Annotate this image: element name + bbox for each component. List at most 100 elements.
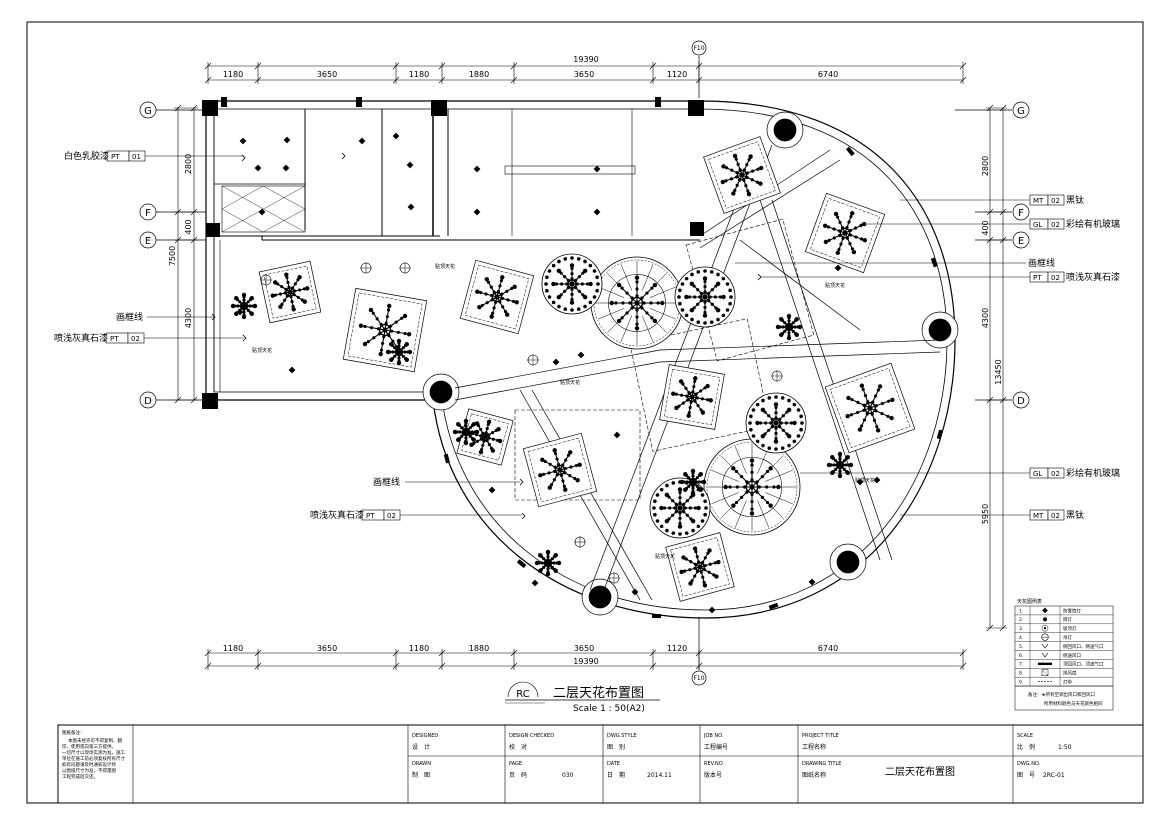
dim-bottom-5: 3650: [574, 644, 594, 653]
tb-date-cn: 日 期: [607, 771, 625, 779]
legend-row-desc: 灯带: [1063, 679, 1072, 686]
callout-white-latex-name: 白色乳胶漆: [64, 150, 109, 162]
legend-row-desc: 侧送风口: [1063, 652, 1081, 659]
grid-bubble-g-left: G: [144, 106, 152, 117]
tb-drawn-label: DRAWN: [412, 761, 431, 767]
tb-notes-line-2: 印、使用或向第三方提供。: [62, 743, 116, 750]
callout-black-ti-1-name: 黑钛: [1066, 194, 1084, 206]
floor-plan: [205, 100, 956, 619]
legend-row-symbol-icon: [1041, 669, 1049, 676]
tb-scale-cn: 比 例: [1017, 743, 1035, 751]
legend-row-symbol-icon: [1041, 652, 1049, 658]
dim-top-3: 1180: [409, 70, 429, 79]
legend-row-desc: 吊灯: [1063, 634, 1072, 641]
dim-left-1: 2800: [184, 154, 193, 174]
ceiling-note-3: 贴顶天花: [560, 379, 580, 386]
callout-spray-left-name: 喷浅灰真石漆: [54, 332, 108, 344]
dim-left-total: 7500: [168, 246, 177, 266]
dim-top-7: 6740: [818, 70, 838, 79]
dim-top-total: 19390: [573, 55, 598, 64]
tb-date-val: 2014.11: [647, 772, 672, 779]
legend-row-desc: 吸顶灯: [1063, 625, 1077, 632]
callout-spray-right-num: 02: [1051, 274, 1060, 282]
tb-notes-line-3: 一切尺寸以现场实测为准，施工: [62, 749, 125, 756]
callout-frame-line-right: 画框线: [735, 257, 1055, 269]
dim-right-4: 5950: [981, 504, 990, 524]
dim-left-3: 4300: [184, 308, 193, 328]
tb-scale-label: SCALE: [1017, 733, 1033, 739]
legend-row-no: 9.: [1019, 680, 1023, 686]
wall-piers: [202, 97, 704, 409]
tb-job-cn: 工程编号: [704, 743, 728, 751]
ceiling-note-4: 贴顶天花: [825, 282, 845, 289]
tb-project-label: PROJECT TITLE: [802, 733, 839, 739]
legend-row-desc: 防雾筒灯: [1063, 607, 1081, 614]
callout-spray-mid-code: PT: [366, 512, 375, 520]
tb-style-cn: 图 别: [607, 743, 625, 751]
callout-white-latex: 白色乳胶漆 PT 01: [64, 150, 244, 162]
ceiling-beams: [454, 139, 941, 601]
callout-spray-left: 喷浅灰真石漆 PT 02: [54, 332, 244, 344]
dim-right-2: 400: [981, 220, 990, 235]
callout-glass-2-name: 彩绘有机玻璃: [1066, 467, 1120, 479]
dim-top-6: 1120: [667, 70, 687, 79]
tb-style-label: DWG.STYLE: [607, 733, 637, 739]
callout-white-latex-code: PT: [111, 153, 120, 161]
dim-top-4: 1880: [469, 70, 489, 79]
dim-right-total: 13450: [994, 359, 1003, 384]
tb-job-label: JOB NO.: [703, 733, 724, 739]
tb-page-label: PAGE: [509, 761, 522, 767]
callout-black-ti-1-code: MT: [1033, 197, 1044, 205]
legend-row-symbol-icon: [1043, 617, 1047, 622]
grid-bubble-bottom: F10: [693, 675, 704, 682]
dim-bottom-6: 1120: [667, 644, 687, 653]
callout-glass-1: GL 02 彩绘有机玻璃: [860, 218, 1120, 230]
tb-notes-line-7: 工程完成后交还。: [62, 773, 98, 780]
tb-drawing-val: 二层天花布置图: [885, 765, 955, 778]
dim-bottom-2: 3650: [317, 644, 337, 653]
grid-bubble-d-right: D: [1017, 396, 1025, 407]
tb-designed-label: DESIGNED: [412, 733, 438, 739]
dim-bottom-total: 19390: [573, 657, 598, 666]
callout-black-ti-2: MT 02 黑钛: [900, 509, 1084, 521]
callout-frame-line-right-text: 画框线: [1028, 257, 1055, 269]
dim-right-1: 2800: [981, 156, 990, 176]
columns: [422, 111, 959, 616]
legend-row-symbol-icon: [1041, 643, 1049, 649]
callout-spray-mid-num: 02: [387, 512, 396, 520]
callout-spray-right: PT 02 喷浅灰真石漆: [760, 271, 1120, 283]
legend-row-symbol-icon: [1041, 633, 1049, 641]
ceiling-note-1: 贴顶天花: [435, 263, 455, 270]
tb-notes-line-4: 单位在施工前必须复核所有尺寸: [62, 755, 125, 762]
dim-top-1: 1180: [223, 70, 243, 79]
callout-frame-line-mid-text: 画框线: [373, 476, 400, 488]
legend-row-no: 1.: [1019, 608, 1023, 614]
tb-page-val: 030: [562, 772, 574, 779]
legend-row-symbol-icon: [1042, 607, 1048, 614]
legend-row-no: 4.: [1019, 635, 1023, 641]
dim-top-2: 3650: [317, 70, 337, 79]
callout-glass-1-code: GL: [1033, 221, 1042, 229]
grid-bubble-e-right: E: [1018, 236, 1024, 247]
callout-glass-2-num: 02: [1051, 470, 1060, 478]
legend-table: 天花图例表 1.防雾筒灯2.筒灯3.吸顶灯4.吊灯5.侧回风口、侧送气口6.侧送…: [1014, 598, 1114, 711]
tb-check-cn: 校 对: [509, 743, 527, 751]
callout-glass-2: GL 02 彩绘有机玻璃: [800, 467, 1120, 479]
tb-date-label: DATE: [607, 761, 620, 767]
dim-bottom-3: 1180: [409, 644, 429, 653]
drawing-title: RC 二层天花布置图 Scale 1 : 50(A2): [505, 681, 660, 714]
tb-drawing-label: DRAWING TITLE: [802, 761, 841, 767]
tb-dwgno-label: DWG.NO.: [1017, 761, 1041, 767]
tb-drawing-cn: 图纸名称: [802, 771, 826, 779]
callout-spray-left-num: 02: [131, 335, 140, 343]
tb-dwgno-cn: 图 号: [1017, 772, 1035, 779]
tb-designed-cn: 设 计: [412, 743, 430, 751]
legend-heading: 天花图例表: [1017, 598, 1042, 605]
callout-black-ti-1: MT 02 黑钛: [900, 194, 1084, 206]
callout-spray-mid-name: 喷浅灰真石漆: [310, 509, 364, 521]
legend-note-2: 所用材料颜色与天花颜色相同: [1044, 700, 1103, 707]
legend-row-desc: 筒灯: [1063, 616, 1072, 623]
tb-notes-line-5: 如有问题请及时通知设计师: [62, 761, 116, 768]
callout-black-ti-2-name: 黑钛: [1066, 509, 1084, 521]
